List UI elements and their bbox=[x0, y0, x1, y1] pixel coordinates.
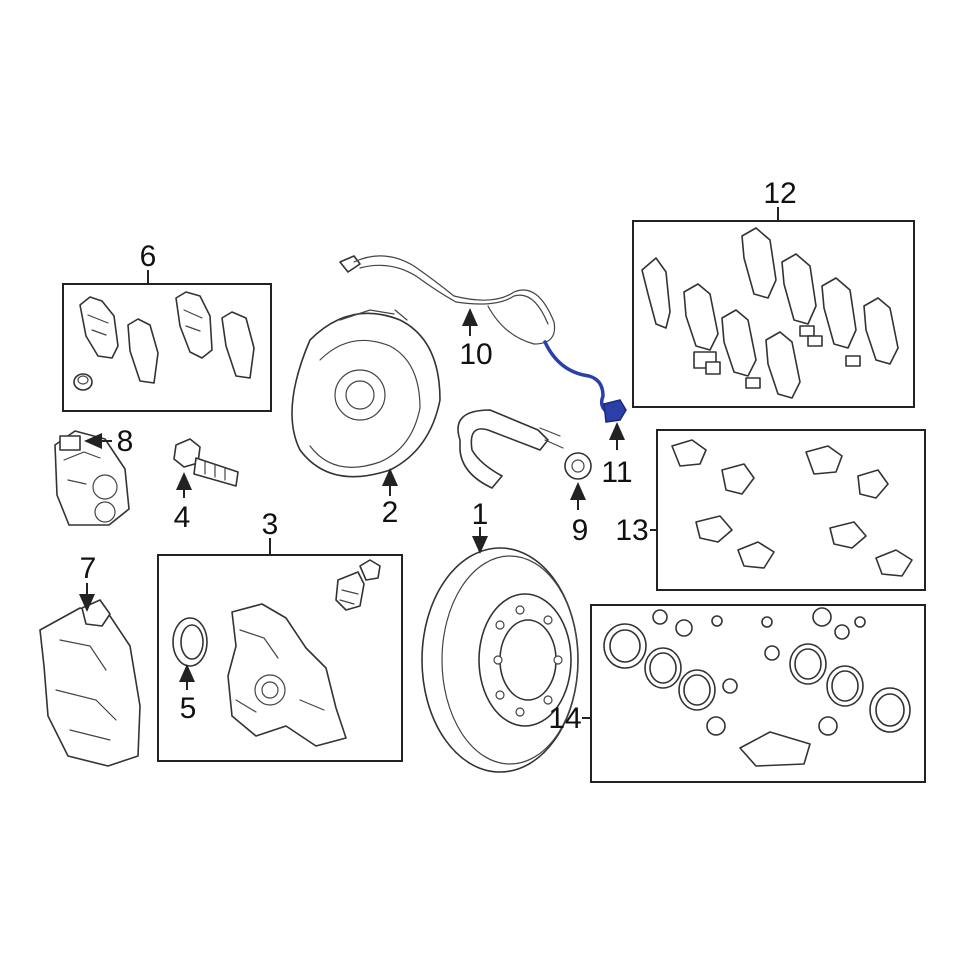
callout-3: 3 bbox=[262, 508, 279, 541]
box-6-brake-pads bbox=[62, 283, 272, 412]
callout-5: 5 bbox=[180, 692, 197, 725]
callout-8: 8 bbox=[117, 425, 134, 458]
part-1-brake-rotor[interactable] bbox=[421, 547, 579, 773]
part-12-pad-kit[interactable] bbox=[641, 227, 899, 399]
part-11-abs-sensor[interactable] bbox=[543, 340, 627, 423]
callout-9: 9 bbox=[572, 514, 589, 547]
callout-10: 10 bbox=[459, 338, 492, 371]
callout-1: 1 bbox=[472, 498, 489, 531]
callout-6: 6 bbox=[140, 240, 157, 273]
part-10-harness[interactable] bbox=[339, 255, 556, 345]
part-5-piston-seal[interactable] bbox=[172, 617, 208, 667]
part-4-guide-bolt[interactable] bbox=[173, 438, 239, 487]
part-3-caliper[interactable] bbox=[227, 559, 381, 747]
callout-7: 7 bbox=[80, 552, 97, 585]
part-7-caliper-bracket[interactable] bbox=[39, 599, 141, 767]
part-14-seal-kit[interactable] bbox=[603, 607, 911, 767]
callout-13: 13 bbox=[615, 514, 648, 547]
box-13-hardware-kit bbox=[656, 429, 926, 591]
callout-14: 14 bbox=[548, 702, 581, 735]
part-6-brake-pads[interactable] bbox=[73, 291, 255, 391]
box-14-seal-kit bbox=[590, 604, 926, 783]
part-9-brake-hose[interactable] bbox=[457, 409, 592, 489]
part-2-dust-shield[interactable] bbox=[291, 309, 441, 478]
part-8-actuator[interactable] bbox=[54, 430, 130, 526]
box-12-pad-kit bbox=[632, 220, 915, 408]
callout-12: 12 bbox=[763, 177, 796, 210]
callout-11: 11 bbox=[601, 456, 632, 489]
callout-2: 2 bbox=[382, 496, 399, 529]
part-13-hardware-kit[interactable] bbox=[671, 439, 913, 577]
callout-4: 4 bbox=[174, 501, 191, 534]
box-3-caliper bbox=[157, 554, 403, 762]
